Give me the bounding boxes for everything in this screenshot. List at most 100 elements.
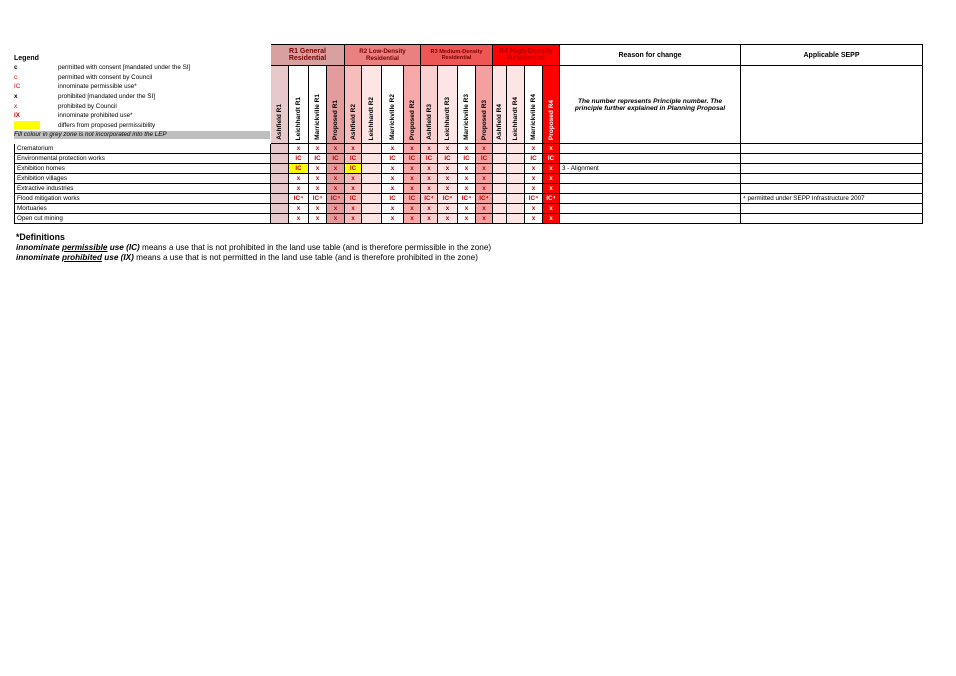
permissibility-cell: x — [403, 143, 421, 154]
permissibility-cell: x — [437, 183, 458, 194]
permissibility-cell — [270, 173, 289, 184]
land-use-name: Exhibition homes — [14, 163, 271, 174]
reason-header: Reason for change — [559, 44, 741, 66]
permissibility-cell: IC⁴ — [457, 193, 476, 204]
sepp-cell — [740, 153, 923, 164]
permissibility-cell — [270, 143, 289, 154]
legend-row: c permitted with consent [mandated under … — [14, 63, 270, 73]
col-header: Marrickville R4 — [524, 65, 543, 144]
permissibility-cell: x — [403, 173, 421, 184]
definitions: *Definitions innominate permissible use … — [16, 232, 491, 264]
col-header: Ashfield R1 — [270, 65, 289, 144]
permissibility-cell: IC⁴ — [420, 193, 438, 204]
permissibility-cell: x — [288, 213, 309, 224]
permissibility-cell: x — [308, 203, 327, 214]
sepp-cell: ⁴ permitted under SEPP Infrastructure 20… — [740, 193, 923, 204]
definition-prohibited: innominate prohibited use (IX) means a u… — [16, 253, 478, 262]
legend-row: x prohibited by Council — [14, 102, 270, 112]
land-use-name: Crematorium — [14, 143, 271, 154]
permissibility-cell — [361, 193, 382, 204]
permissibility-cell: x — [344, 203, 362, 214]
permissibility-cell: x — [542, 203, 560, 214]
permissibility-cell — [361, 143, 382, 154]
col-header: Marrickville R3 — [457, 65, 476, 144]
permissibility-cell: x — [542, 143, 560, 154]
permissibility-cell: x — [457, 143, 476, 154]
permissibility-cell — [506, 143, 525, 154]
permissibility-cell: x — [524, 203, 543, 214]
col-header: Marrickville R2 — [381, 65, 404, 144]
permissibility-cell: x — [524, 163, 543, 174]
permissibility-cell: IC⁴ — [475, 193, 493, 204]
permissibility-cell: x — [403, 203, 421, 214]
permissibility-cell: x — [326, 183, 345, 194]
permissibility-cell: x — [475, 173, 493, 184]
legend-symbol: IX — [14, 112, 20, 120]
permissibility-cell: IC — [420, 153, 438, 164]
permissibility-cell: x — [344, 143, 362, 154]
permissibility-cell: x — [457, 183, 476, 194]
permissibility-cell: x — [475, 163, 493, 174]
col-header: Ashfield R3 — [420, 65, 438, 144]
permissibility-cell: x — [326, 163, 345, 174]
permissibility-cell — [492, 173, 507, 184]
permissibility-cell: x — [420, 203, 438, 214]
permissibility-cell: x — [524, 213, 543, 224]
permissibility-cell: IC — [344, 163, 362, 174]
permissibility-cell: IC — [403, 193, 421, 204]
land-use-name: Extractive industries — [14, 183, 271, 194]
legend-symbol: x — [14, 102, 18, 110]
permissibility-cell — [270, 183, 289, 194]
reason-cell — [559, 143, 741, 154]
permissibility-cell — [506, 163, 525, 174]
grey-zone-note: Fill colour in grey zone is not incorpor… — [14, 130, 270, 139]
permissibility-cell: x — [308, 183, 327, 194]
reason-cell: 3 - Alignment — [559, 163, 741, 174]
legend-text: innominate permissible use* — [58, 83, 137, 91]
legend-text: permitted with consent [mandated under t… — [58, 64, 191, 71]
permissibility-cell — [492, 153, 507, 164]
permissibility-cell: IC — [344, 153, 362, 164]
permissibility-cell: x — [437, 163, 458, 174]
col-header: Proposed R1 — [326, 65, 345, 144]
permissibility-cell: x — [288, 203, 309, 214]
permissibility-cell: x — [326, 173, 345, 184]
permissibility-cell: x — [542, 173, 560, 184]
permissibility-cell: IC — [288, 153, 309, 164]
sepp-cell — [740, 213, 923, 224]
permissibility-cell: x — [344, 173, 362, 184]
permissibility-cell — [270, 193, 289, 204]
permissibility-cell: x — [475, 183, 493, 194]
col-header: Proposed R4 — [542, 65, 560, 144]
permissibility-cell: x — [475, 203, 493, 214]
land-use-name: Exhibition villages — [14, 173, 271, 184]
permissibility-cell: x — [542, 213, 560, 224]
permissibility-cell: x — [420, 143, 438, 154]
permissibility-cell: x — [437, 143, 458, 154]
permissibility-cell: x — [437, 203, 458, 214]
permissibility-cell: x — [381, 183, 404, 194]
sepp-cell — [740, 173, 923, 184]
permissibility-cell: IC — [288, 163, 309, 174]
permissibility-cell: x — [457, 213, 476, 224]
permissibility-cell: x — [457, 203, 476, 214]
permissibility-cell: x — [288, 173, 309, 184]
permissibility-cell: x — [457, 163, 476, 174]
permissibility-cell: x — [308, 213, 327, 224]
definitions-heading: *Definitions — [16, 232, 65, 242]
permissibility-cell: x — [326, 213, 345, 224]
permissibility-cell — [506, 183, 525, 194]
legend-text: prohibited by Council — [58, 102, 117, 110]
reason-cell — [559, 213, 741, 224]
legend-symbol: c — [14, 64, 18, 71]
